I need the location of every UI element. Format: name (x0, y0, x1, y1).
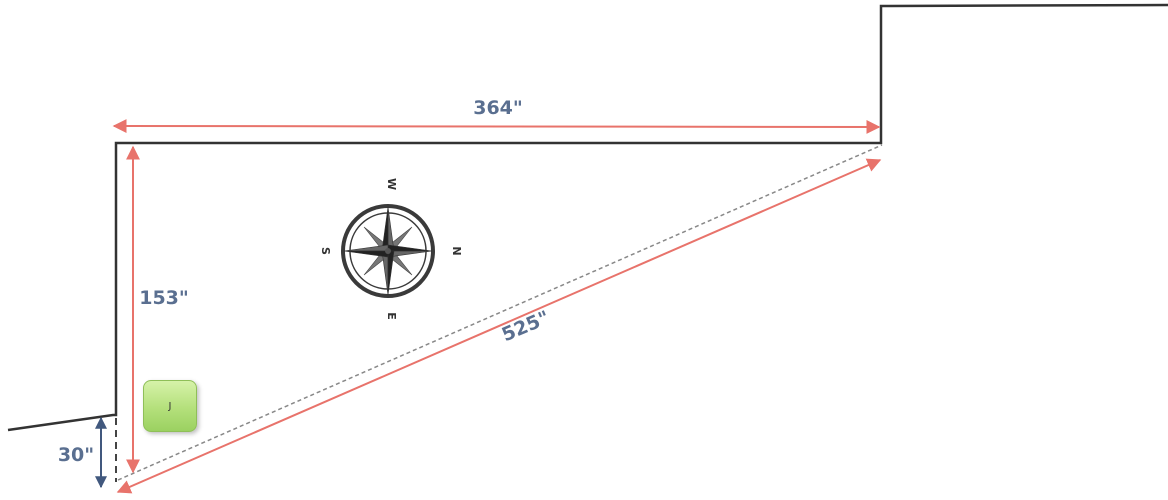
left-dimension-label: 153" (139, 287, 189, 309)
step-dimension-label: 30" (58, 444, 94, 466)
marker-j-box: J (143, 380, 197, 432)
compass-east-label: E (385, 312, 398, 320)
top-dimension-label: 364" (473, 97, 523, 119)
compass-south-label: S (319, 247, 332, 255)
diagonal-dimension-label: 525" (499, 307, 553, 347)
compass-rose-icon (341, 204, 435, 298)
marker-j-label: J (168, 400, 172, 412)
compass-north-label: N (450, 246, 463, 255)
diagonal-dimension-arrow (116, 158, 882, 494)
top-dimension-arrow (112, 119, 881, 134)
room-outline (7, 3, 1168, 432)
diagonal-dashed-line (117, 144, 883, 481)
compass-west-label: W (385, 178, 398, 190)
